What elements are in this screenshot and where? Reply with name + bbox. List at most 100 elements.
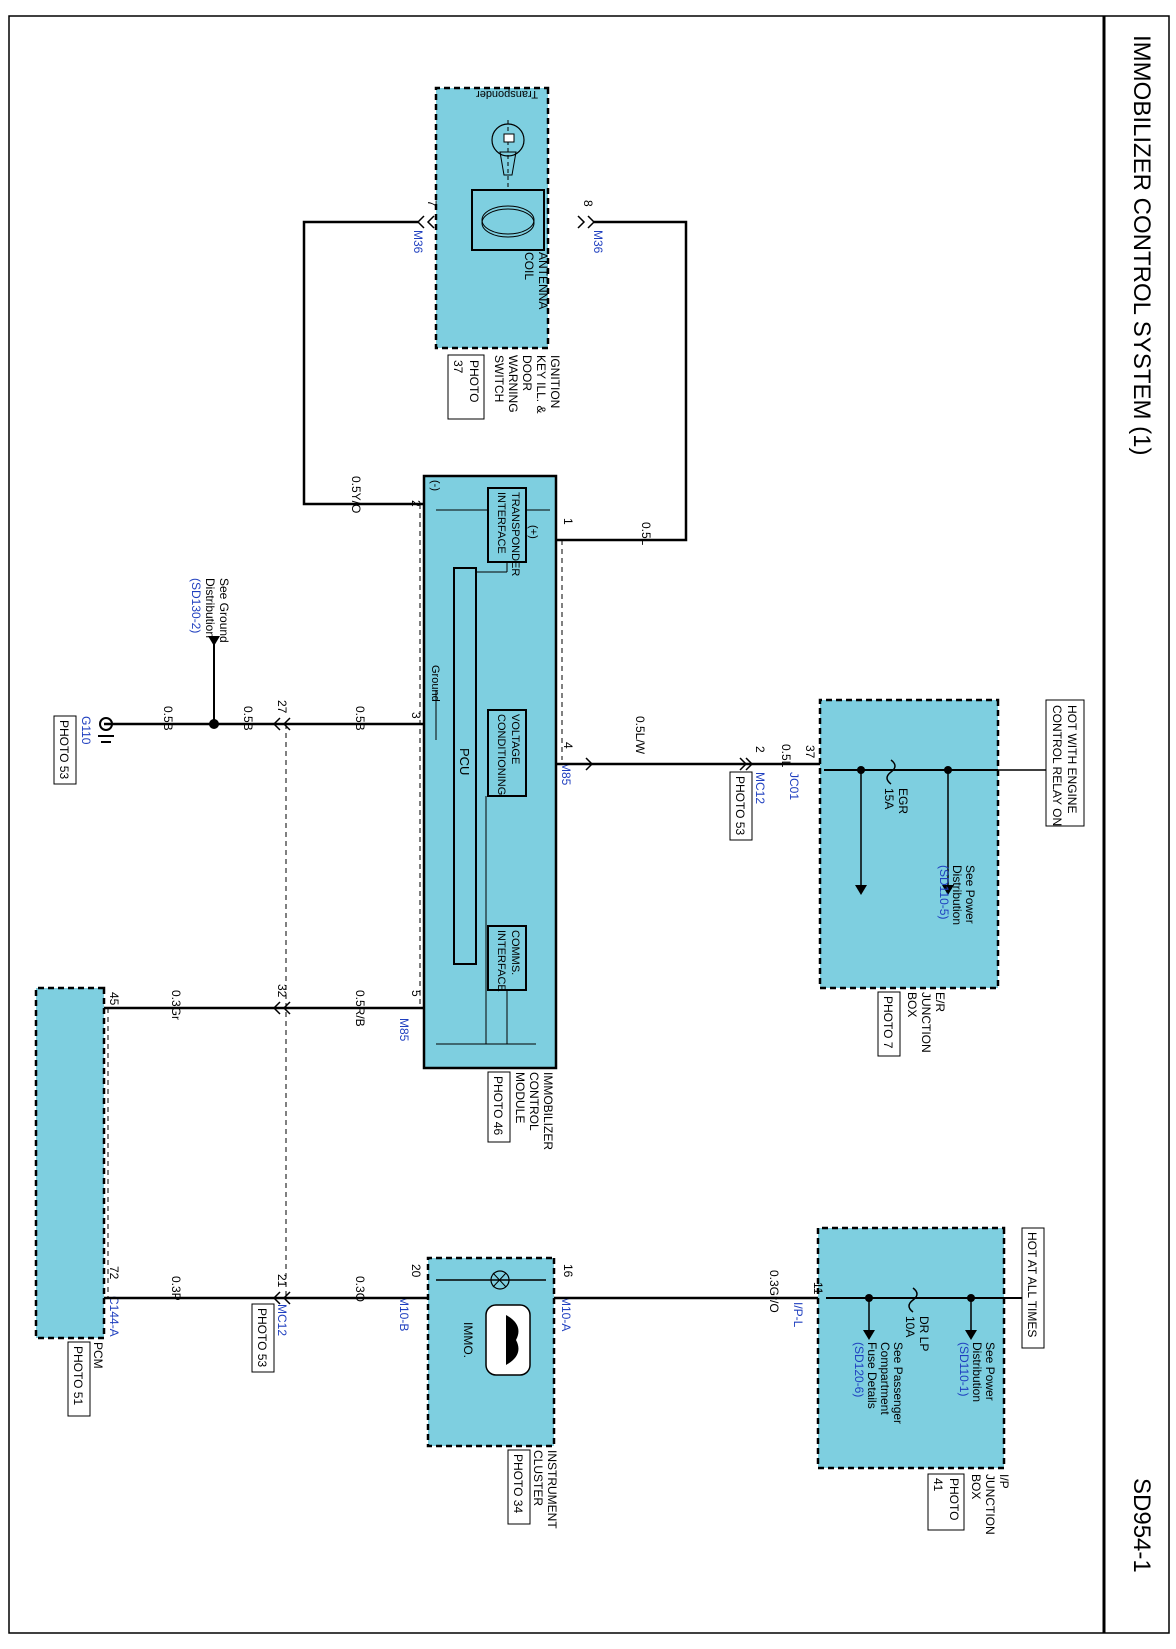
- ignition-name-4: WARNING: [506, 355, 520, 413]
- er-see-1: See Power: [963, 865, 977, 924]
- pcm-conn: C144-A: [107, 1296, 121, 1337]
- diagram-code: SD954-1: [1128, 1478, 1155, 1573]
- ip-junction-box-outline: [816, 1226, 1006, 1470]
- mc12-photo2-box: [251, 1303, 275, 1373]
- ip-photo-1: PHOTO: [947, 1478, 961, 1520]
- instrument-cluster: IMMO. INSTRUMENT CLUSTER PHOTO 34 16 M10…: [397, 1256, 575, 1529]
- module-name-3: MODULE: [513, 1072, 527, 1123]
- ignition-name-1: IGNITION: [548, 355, 562, 408]
- pcm-photo-box: [67, 1341, 91, 1417]
- er-hot-2: CONTROL RELAY ON: [1050, 705, 1064, 826]
- module-pin-4: 4: [561, 742, 575, 749]
- inline-connectors: [272, 717, 754, 1305]
- ip-conn: I/P-L: [791, 1302, 805, 1328]
- mc12-conn-cluster: MC12: [275, 1304, 289, 1336]
- ignition-conn-m36-b: M36: [591, 230, 605, 254]
- wire-label-power-b: 0.5L/W: [633, 716, 647, 755]
- pcm-pin-45: 45: [107, 992, 121, 1006]
- er-conn-jc01: JC01: [787, 772, 801, 800]
- ip-see-ref: (SD110-1): [957, 1342, 971, 1396]
- pcm-photo: PHOTO 51: [71, 1346, 85, 1405]
- ip-photo-box: [927, 1473, 965, 1531]
- mc12-pin-32: 32: [275, 984, 289, 998]
- wire-label-gnd-a: 0.5B: [353, 706, 367, 731]
- ip-see2-3: Fuse Details: [865, 1342, 879, 1409]
- wire-label-power-a: 0.5L: [779, 744, 793, 768]
- mc12-pin-21: 21: [275, 1274, 289, 1288]
- voltage-conditioning-box: [487, 709, 527, 797]
- mc12-photo: PHOTO 53: [733, 776, 747, 835]
- mc12-conn-power: MC12: [753, 772, 767, 804]
- coil-label-1: ANTENNA: [536, 252, 550, 309]
- ip-junction-box: HOT AT ALL TIMES See Power Distribution …: [791, 1226, 1045, 1535]
- module-conn-bottom: M85: [397, 1018, 411, 1042]
- ip-name-3: BOX: [969, 1474, 983, 1499]
- er-name-1: E/R: [933, 992, 947, 1012]
- er-name-3: BOX: [905, 992, 919, 1017]
- ip-see2-2: Compartment: [878, 1342, 892, 1415]
- egr-fuse-icon: [886, 759, 896, 785]
- rotated-diagram: IMMOBILIZER CONTROL SYSTEM (1) SD954-1 T…: [34, 35, 1155, 1573]
- cluster-pin-16: 16: [561, 1264, 575, 1278]
- page-border: [8, 15, 1170, 1634]
- pcu-block: [453, 567, 477, 965]
- harness-lines: [107, 504, 563, 1298]
- module-pin-5: 5: [409, 990, 423, 997]
- cluster-photo: PHOTO 34: [511, 1454, 525, 1513]
- ground-icon: [99, 717, 113, 731]
- module-photo-box: [487, 1071, 511, 1143]
- wire-label-ip: 0.3Gr/O: [767, 1270, 781, 1313]
- er-junction-box-outline: [818, 698, 1000, 990]
- er-hot-box: [1045, 699, 1085, 827]
- er-fuse-name: EGR: [896, 788, 910, 814]
- ignition-name-5: SWITCH: [492, 355, 506, 402]
- wire-pin2: [302, 220, 424, 506]
- ignition-photo-box: [447, 354, 485, 420]
- ip-fuse-rating: 10A: [903, 1316, 917, 1337]
- ground-see-1: See Ground: [217, 578, 231, 643]
- wire-label-pin2: 0.5Y/O: [349, 476, 363, 513]
- ip-name-1: I/P: [997, 1474, 1011, 1489]
- dr-lp-fuse-icon: [908, 1287, 918, 1313]
- ignition-photo-1: PHOTO: [467, 360, 481, 402]
- ip-pin-11: 11: [811, 1282, 825, 1295]
- module-conn-top: M85: [559, 762, 573, 786]
- mc12-pin-27: 27: [275, 700, 289, 714]
- cluster-name-2: CLUSTER: [531, 1450, 545, 1506]
- ignition-switch-box: [434, 86, 550, 350]
- wire-labels: 0.5L 0.5Y/O 0.5L 0.5L/W 0.5B 0.5B 0.5B 0…: [161, 476, 793, 1313]
- er-photo: PHOTO 7: [881, 996, 895, 1049]
- ignition-name-2: KEY ILL. &: [534, 355, 548, 413]
- ground-name: G110: [79, 716, 93, 745]
- transponder-interface-label-1: TRANSPONDER: [509, 492, 521, 576]
- module-pin-1: 1: [561, 518, 575, 525]
- ip-see-1: See Power: [983, 1342, 997, 1401]
- pcm: PCM PHOTO 51 45 72 C144-A: [34, 986, 121, 1417]
- mc12-pin-2: 2: [753, 746, 767, 753]
- immo-label: IMMO.: [461, 1322, 475, 1358]
- ip-see2-1: See Passenger: [891, 1342, 905, 1424]
- ground-see-ref: (SD130-2): [189, 578, 203, 633]
- transponder-key-icon: [491, 123, 525, 157]
- minus-label: (-): [429, 480, 441, 491]
- antenna-coil-icon: [481, 205, 535, 235]
- er-pin-37: 37: [803, 745, 817, 759]
- pcm-box: [34, 986, 106, 1340]
- ignition-pin-8: 8: [581, 200, 595, 207]
- wire-label-comms-b: 0.3Gr: [169, 990, 183, 1020]
- pcu-label: PCU: [457, 748, 472, 775]
- transponder-interface-label-2: INTERFACE: [495, 492, 507, 554]
- ignition-pin-7: 7: [425, 200, 439, 207]
- ground-photo-box: [53, 715, 77, 785]
- coil-label-2: COIL: [522, 252, 536, 280]
- module-photo: PHOTO 46: [491, 1076, 505, 1135]
- transponder-label: Transponder: [476, 88, 538, 100]
- cluster-photo-box: [507, 1449, 531, 1525]
- voltage-conditioning-label-1: VOLTAGE: [509, 714, 521, 764]
- diagram-title: IMMOBILIZER CONTROL SYSTEM (1): [1128, 35, 1155, 455]
- immobilizer-control-module: TRANSPONDER INTERFACE VOLTAGE CONDITIONI…: [397, 474, 575, 1150]
- ignition-switch: Transponder ANTENNA COIL IGNITION KEY IL…: [411, 86, 605, 420]
- ground-photo: PHOTO 53: [57, 720, 71, 779]
